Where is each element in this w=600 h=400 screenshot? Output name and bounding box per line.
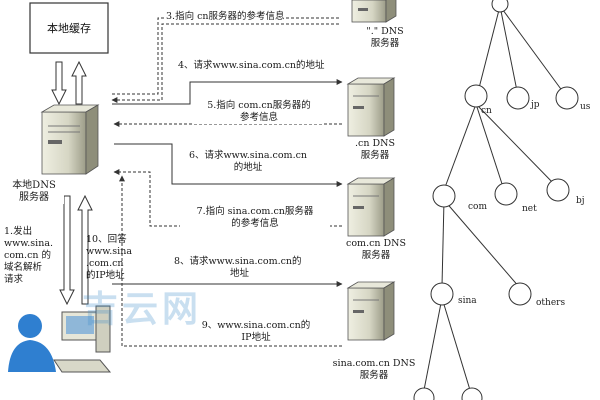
tree-label-bj: bj — [576, 196, 585, 206]
cn-dns-server-icon — [346, 77, 396, 137]
domain-tree — [413, 0, 579, 400]
local-dns-server-icon — [40, 104, 100, 175]
client-request-label: 1.发出 www.sina. com.cn 的 域名解析 请求 — [4, 226, 54, 285]
tree-label-com: com — [468, 202, 487, 212]
client-user-icon — [8, 305, 112, 373]
tree-node-net — [494, 182, 518, 206]
tree-label-cn: cn — [481, 106, 492, 116]
step-6-label: 6、请求www.sina.com.cn 的地址 — [178, 150, 318, 174]
tree-node-leaf-2 — [461, 387, 483, 400]
tree-node-cn — [464, 84, 488, 108]
root-dns-server-icon — [351, 0, 397, 23]
cn-server-label: .cn DNS 服务器 — [355, 138, 395, 161]
tree-node-bj — [546, 178, 570, 202]
tree-node-others — [508, 282, 532, 306]
local-dns-label: 本地DNS 服务器 — [4, 180, 64, 204]
tree-label-net: net — [522, 204, 537, 214]
watermark-text: 吉云网 — [82, 289, 203, 330]
com-cn-server-label: com.cn DNS 服务器 — [346, 238, 406, 261]
step-3-label: 3.指向 cn服务器的参考信息 — [166, 11, 285, 23]
com-cn-dns-server-icon — [346, 177, 396, 237]
tree-node-jp — [506, 86, 530, 110]
root-server-label: "." DNS 服务器 — [366, 26, 404, 49]
step-7-label: 7.指向 sina.com.cn服务器 的参考信息 — [180, 206, 330, 230]
tree-node-us — [555, 86, 579, 110]
tree-label-sina: sina — [458, 296, 477, 306]
tree-node-leaf-1 — [413, 387, 435, 400]
step-4-label: 4、请求www.sina.com.cn的地址 — [178, 60, 325, 72]
tree-label-jp: jp — [531, 100, 540, 110]
step-5-label: 5.指向 com.cn服务器的 参考信息 — [194, 100, 324, 124]
tree-node-sina — [430, 282, 454, 306]
tree-label-others: others — [536, 298, 566, 308]
cache-exchange-arrows — [51, 60, 87, 106]
tree-node-com — [432, 184, 456, 208]
sina-dns-server-icon — [346, 281, 396, 341]
tree-label-us: us — [580, 102, 591, 112]
local-cache-label: 本地缓存 — [47, 22, 91, 35]
local-cache-box — [29, 2, 109, 54]
step-8-label: 8、请求www.sina.com.cn的 地址 — [174, 256, 302, 280]
sina-server-label: sina.com.cn DNS 服务器 — [332, 358, 416, 381]
client-exchange-arrows — [59, 194, 93, 306]
step-9-label: 9、www.sina.com.cn的 IP地址 — [196, 320, 316, 344]
client-answer-label: 10、回答 www.sina .com.cn 的IP地址 — [86, 234, 132, 281]
tree-node-root — [491, 0, 509, 13]
